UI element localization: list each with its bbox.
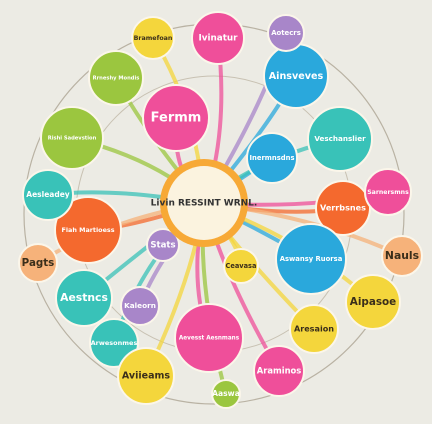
topic-node-label: Veschanslier	[314, 134, 366, 143]
topic-node-circle	[174, 303, 244, 373]
topic-node-circle	[55, 269, 113, 327]
topic-node: Ainsveves	[263, 43, 329, 109]
topic-node-label: Sarnersmns	[367, 189, 409, 196]
topic-node-label: Kaleorn	[124, 301, 156, 310]
topic-node: Aviieams	[117, 347, 175, 405]
topic-node: Kaleorn	[120, 286, 160, 326]
topic-node: Aaswa	[211, 379, 241, 409]
topic-node-label: Bramefoan	[134, 35, 173, 42]
topic-node: Fiah Martioess	[54, 196, 122, 264]
topic-node-label: Inermnsdns	[249, 154, 294, 162]
central-node-label: Livin RESSINT WRNL.	[151, 199, 258, 209]
topic-node-label: Aesleadey	[26, 190, 70, 199]
topic-node-circle	[315, 180, 371, 236]
topic-node-label: Aresaion	[294, 324, 334, 334]
topic-node-label: Verrbsnes	[320, 203, 366, 213]
topic-node: Pagts	[18, 243, 58, 283]
topic-node-circle	[142, 84, 210, 152]
topic-node: Bramefoan	[131, 16, 175, 60]
central-node: Livin RESSINT WRNL.	[151, 159, 258, 247]
topic-node-circle	[120, 286, 160, 326]
topic-node-label: Rishi Sadevstion	[48, 136, 97, 142]
topic-node-circle	[364, 168, 412, 216]
topic-node: Ceavasa	[223, 248, 259, 284]
topic-node: Rrneshy Mondis	[88, 50, 144, 106]
topic-node: Ivinatur	[191, 11, 245, 65]
topic-node-label: Ivinatur	[198, 34, 238, 44]
topic-node-label: Rrneshy Mondis	[93, 76, 140, 82]
topic-node: Verrbsnes	[315, 180, 371, 236]
topic-node-circle	[246, 132, 298, 184]
topic-node: Aestncs	[55, 269, 113, 327]
topic-node: Veschanslier	[307, 106, 373, 172]
topic-node-label: Fiah Martioess	[61, 226, 114, 234]
topic-node-circle	[146, 228, 180, 262]
topic-node-circle	[289, 304, 339, 354]
topic-node-label: Aswansy Ruorsa	[280, 255, 343, 263]
topic-node-circle	[191, 11, 245, 65]
topic-node: Aipasoe	[345, 274, 401, 330]
topic-node: Aevesst Aesnmans	[174, 303, 244, 373]
topic-node-label: Araminos	[257, 366, 302, 376]
topic-node: Inermnsdns	[246, 132, 298, 184]
topic-node-circle	[253, 345, 305, 397]
topic-node: Aesleadey	[22, 169, 74, 221]
topic-node-circle	[54, 196, 122, 264]
topic-node-circle	[131, 16, 175, 60]
topic-node-circle	[223, 248, 259, 284]
topic-node-circle	[275, 223, 347, 295]
topic-node-circle	[18, 243, 58, 283]
topic-node-circle	[211, 379, 241, 409]
topic-node-circle	[307, 106, 373, 172]
topic-node-circle	[267, 14, 305, 52]
topic-node-circle	[117, 347, 175, 405]
topic-node: Aswansy Ruorsa	[275, 223, 347, 295]
topic-node-label: Fermm	[151, 111, 202, 126]
topic-node: Araminos	[253, 345, 305, 397]
topic-node-label: Ainsveves	[269, 71, 324, 82]
topic-node: Rishi Sadevstion	[40, 106, 104, 170]
topic-node-circle	[381, 235, 423, 277]
central-node-face	[167, 166, 241, 240]
topic-node-label: Nauls	[385, 249, 419, 262]
topic-node-label: Pagts	[22, 257, 55, 269]
topic-node-label: Aaswa	[212, 389, 240, 398]
topic-node: Nauls	[381, 235, 423, 277]
topic-node-label: Ceavasa	[226, 262, 257, 270]
topic-node: Stats	[146, 228, 180, 262]
topic-node-circle	[22, 169, 74, 221]
topic-node: Sarnersmns	[364, 168, 412, 216]
topic-node-circle	[345, 274, 401, 330]
topic-node-label: Aviieams	[122, 371, 170, 382]
topic-node-label: Aipasoe	[350, 296, 396, 308]
topic-node-circle	[40, 106, 104, 170]
topic-node-label: Aevesst Aesnmans	[179, 336, 240, 342]
topic-node: Aotecrs	[267, 14, 305, 52]
topic-node: Fermm	[142, 84, 210, 152]
topic-node-label: Arwesonmes	[91, 339, 138, 347]
topic-node-circle	[88, 50, 144, 106]
topic-node-label: Aotecrs	[271, 29, 301, 37]
topic-node-label: Aestncs	[60, 291, 108, 304]
topic-node-label: Stats	[150, 241, 175, 251]
topic-node: Aresaion	[289, 304, 339, 354]
